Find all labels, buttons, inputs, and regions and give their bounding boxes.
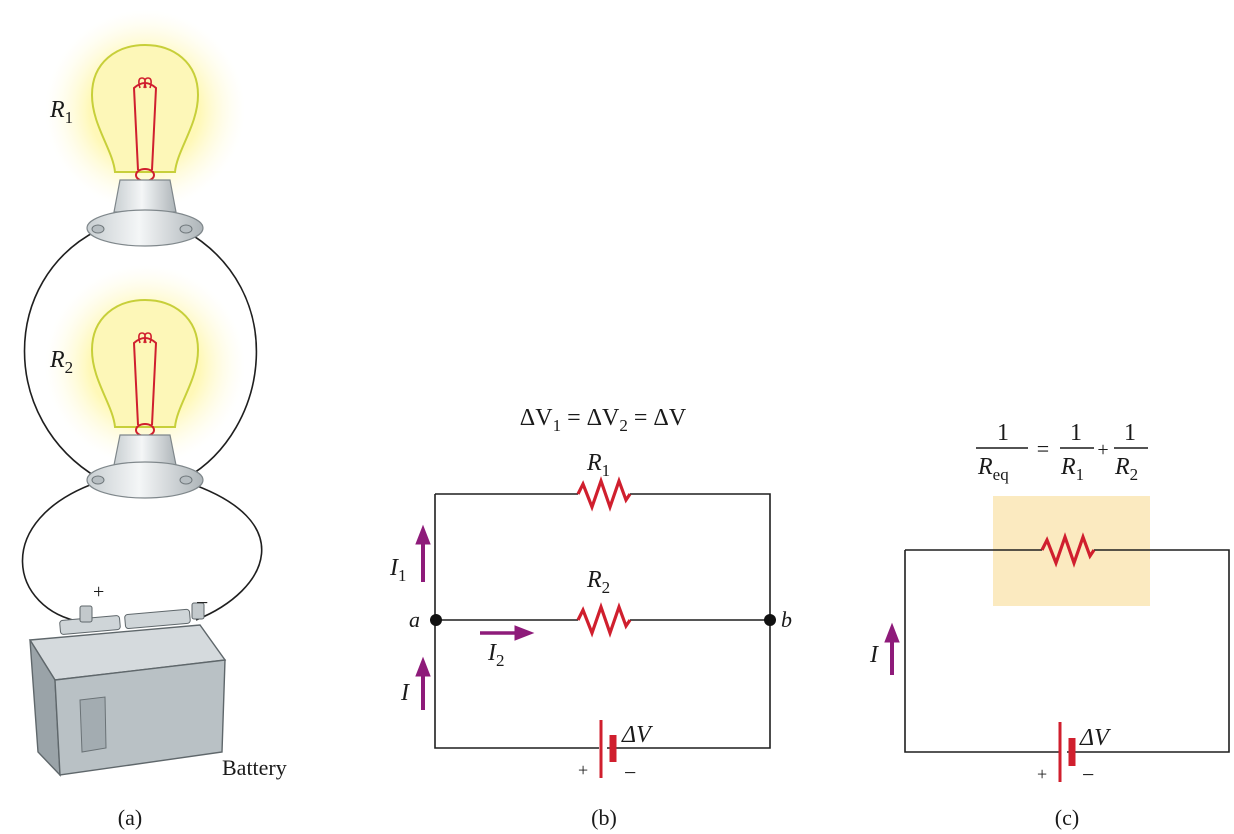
battery-plus-label: +	[93, 581, 104, 603]
panel-a: R1 R2 + − Batter	[21, 10, 287, 830]
resistor-r2-icon	[576, 602, 632, 638]
minus-label-c: −	[1082, 762, 1094, 787]
bulb-2-label: R2	[49, 347, 73, 377]
svg-text:R1: R1	[1060, 454, 1084, 484]
current-i-arrow-icon	[415, 656, 431, 710]
current-i1-arrow-icon	[415, 524, 431, 582]
panel-b: ΔV1 = ΔV2 = ΔV R1 R2 a b I1	[389, 405, 792, 830]
battery-c-icon	[1058, 722, 1076, 782]
bulb-1-label: R1	[49, 97, 73, 127]
svg-text:+: +	[1097, 439, 1108, 461]
caption-b: (b)	[591, 805, 617, 830]
r2-label: R2	[586, 567, 610, 597]
resistor-r1-icon	[576, 476, 632, 512]
node-b-dot	[764, 614, 776, 626]
svg-text:=: =	[1037, 436, 1049, 461]
caption-a: (a)	[118, 805, 142, 830]
resistor-req-icon	[1040, 532, 1096, 568]
current-i-arrow-c-icon	[884, 622, 900, 675]
caption-c: (c)	[1055, 805, 1079, 830]
i1-label: I1	[389, 555, 407, 585]
node-b-label: b	[781, 607, 792, 632]
i2-label: I2	[487, 640, 505, 670]
dv-label-c: ΔV	[1079, 725, 1111, 751]
light-bulb-1-icon	[45, 10, 245, 247]
plus-label-c: +	[1037, 764, 1047, 784]
current-i2-arrow-icon	[480, 625, 535, 641]
dv-label-b: ΔV	[621, 722, 653, 748]
node-a-label: a	[409, 607, 420, 632]
car-battery-icon	[28, 602, 227, 777]
i-label-b: I	[400, 680, 410, 706]
equivalent-resistance-equation: 1 Req = 1 R1 + 1 R2	[976, 420, 1148, 484]
plus-label-b: +	[578, 760, 588, 780]
panel-c: 1 Req = 1 R1 + 1 R2 I ΔV +	[869, 420, 1230, 830]
circuit-b-wires	[434, 493, 771, 749]
svg-text:1: 1	[1124, 420, 1136, 446]
battery-b-icon	[599, 720, 617, 778]
circuit-c-wires	[904, 549, 1230, 753]
r1-label: R1	[586, 450, 610, 480]
svg-text:R2: R2	[1114, 454, 1138, 484]
equal-voltage-equation: ΔV1 = ΔV2 = ΔV	[520, 405, 687, 435]
bulb-wires	[21, 229, 263, 623]
svg-text:Req: Req	[977, 454, 1009, 484]
svg-text:1: 1	[997, 420, 1009, 446]
battery-minus-label: −	[196, 590, 208, 615]
battery-label: Battery	[222, 755, 287, 780]
node-a-dot	[430, 614, 442, 626]
i-label-c: I	[869, 642, 879, 668]
svg-text:1: 1	[1070, 420, 1082, 446]
minus-label-b: −	[624, 760, 636, 785]
light-bulb-2-icon	[45, 265, 245, 499]
